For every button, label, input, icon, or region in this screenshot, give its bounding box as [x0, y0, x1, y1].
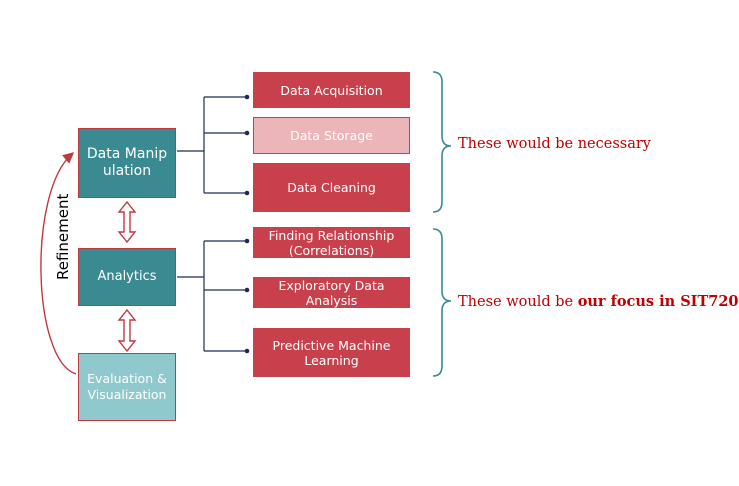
- connector-dot: [244, 287, 250, 293]
- connector-dot: [244, 238, 250, 244]
- stage-label: Data Manipulation: [86, 145, 168, 180]
- bottom-brace: [432, 228, 452, 377]
- task-finding-relationship: Finding Relationship (Correlations): [253, 227, 410, 258]
- top-brace: [432, 71, 452, 213]
- task-data-storage: Data Storage: [253, 117, 410, 154]
- task-data-acquisition: Data Acquisition: [253, 72, 410, 108]
- stage-data-manipulation: Data Manipulation: [78, 128, 176, 198]
- top-group-connectors: [177, 96, 247, 194]
- task-exploratory-data-analysis: Exploratory Data Analysis: [253, 277, 410, 308]
- task-label: Data Cleaning: [287, 180, 376, 195]
- note-focus: These would be our focus in SIT720: [458, 293, 739, 310]
- note-text-prefix: These would be: [458, 294, 578, 310]
- stage-label: Evaluation & Visualization: [87, 371, 167, 402]
- stage-analytics: Analytics: [78, 248, 176, 306]
- task-label: Exploratory Data Analysis: [278, 277, 385, 308]
- task-label: Predictive Machine Learning: [272, 337, 391, 368]
- note-necessary: These would be necessary: [458, 136, 651, 152]
- task-label: Finding Relationship (Correlations): [268, 227, 395, 258]
- double-arrow-analytics-eval: [117, 308, 137, 353]
- task-predictive-machine-learning: Predictive Machine Learning: [253, 328, 410, 377]
- bottom-group-connectors: [177, 240, 247, 352]
- double-arrow-dm-analytics: [117, 200, 137, 244]
- connector-dot: [244, 348, 250, 354]
- note-text-bold: our focus in SIT720: [577, 293, 739, 310]
- connector-dot: [244, 190, 250, 196]
- stage-label: Analytics: [97, 268, 157, 284]
- note-text: These would be necessary: [458, 136, 651, 152]
- connector-dot: [244, 130, 250, 136]
- refinement-loop-arrow: [40, 152, 77, 375]
- task-label: Data Storage: [290, 128, 373, 143]
- refinement-label: Refinement: [54, 193, 72, 280]
- task-data-cleaning: Data Cleaning: [253, 163, 410, 212]
- connector-dot: [244, 94, 250, 100]
- task-label: Data Acquisition: [280, 82, 383, 98]
- stage-evaluation-visualization: Evaluation & Visualization: [78, 353, 176, 421]
